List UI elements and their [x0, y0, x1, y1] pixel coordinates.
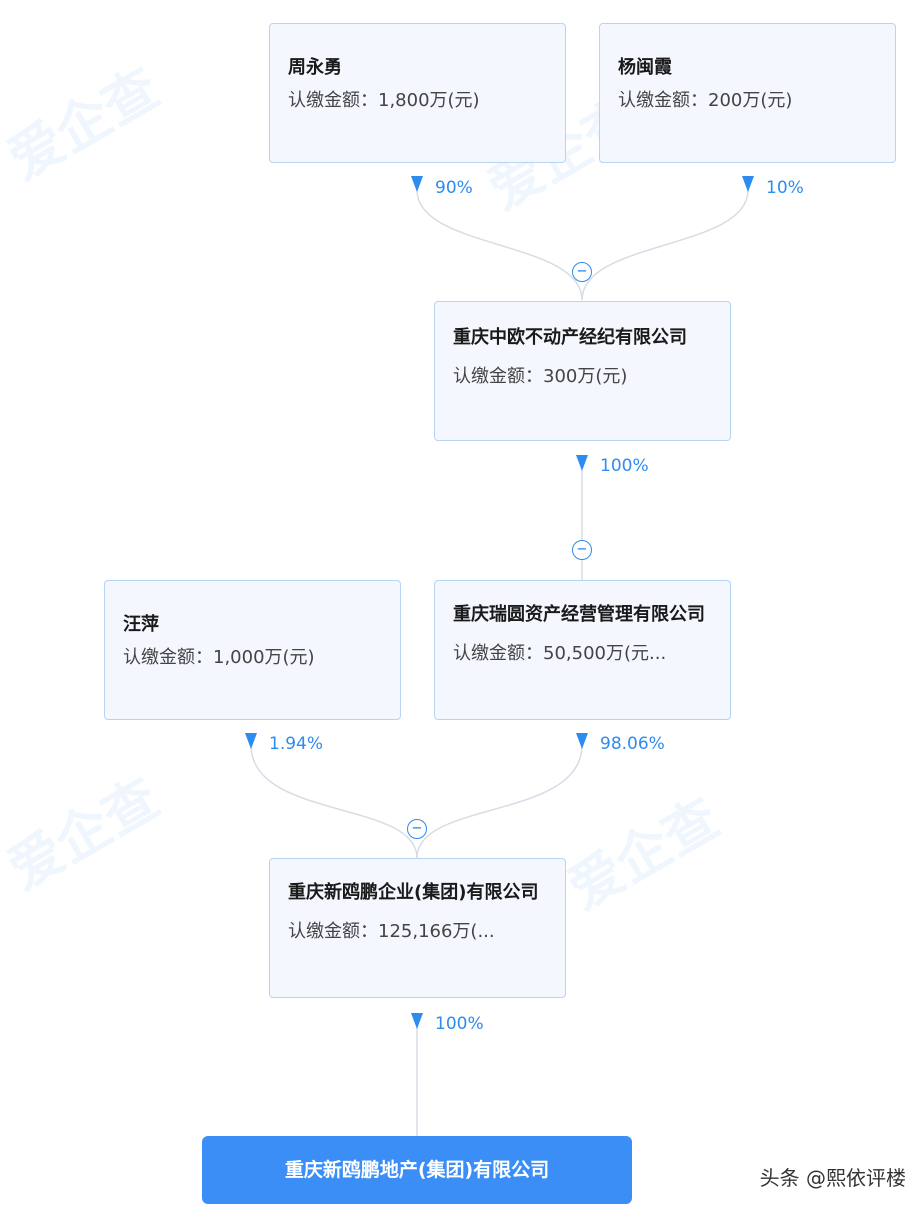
node-zhongou[interactable]: 重庆中欧不动产经纪有限公司 认缴金额：300万(元) [434, 301, 731, 441]
node-amount: 认缴金额：1,800万(元) [288, 90, 480, 111]
arrow-zhongou [576, 455, 588, 471]
arrow-wang [245, 733, 257, 749]
edge-zhou-to-zhongou [416, 189, 583, 301]
pct-zhongou: 100% [600, 456, 649, 476]
edge-yang-to-zhongou [581, 189, 749, 301]
node-name: 周永勇 [288, 57, 342, 78]
edge-ruiyuan-to-xinouyuan [416, 744, 583, 859]
arrow-yang [742, 176, 754, 192]
node-name: 重庆瑞圆资产经营管理有限公司 [453, 604, 705, 625]
node-name: 汪萍 [123, 614, 159, 635]
pct-yang: 10% [766, 178, 804, 198]
node-zhou-yongyong[interactable]: 周永勇 认缴金额：1,800万(元) [269, 23, 566, 163]
node-amount: 认缴金额：300万(元) [453, 366, 628, 387]
pct-zhou: 90% [435, 178, 473, 198]
node-name: 杨闽霞 [618, 57, 672, 78]
arrow-zhou [411, 176, 423, 192]
node-ruiyuan[interactable]: 重庆瑞圆资产经营管理有限公司 认缴金额：50,500万(元... [434, 580, 731, 720]
source-credit: 头条 @熙依评楼 [759, 1166, 906, 1190]
collapse-toggle-ruiyuan[interactable]: − [572, 540, 592, 560]
edge-wang-to-xinouyuan [250, 744, 418, 859]
node-xinouyuan-group[interactable]: 重庆新鸥鹏企业(集团)有限公司 认缴金额：125,166万(... [269, 858, 566, 998]
node-amount: 认缴金额：200万(元) [618, 90, 793, 111]
collapse-toggle-xinouyuan[interactable]: − [407, 819, 427, 839]
node-amount: 认缴金额：50,500万(元... [453, 643, 667, 664]
pct-wang: 1.94% [269, 734, 324, 754]
node-amount: 认缴金额：1,000万(元) [123, 647, 315, 668]
collapse-toggle-zhongou[interactable]: − [572, 262, 592, 282]
target-company[interactable]: 重庆新鸥鹏地产(集团)有限公司 [202, 1136, 632, 1204]
node-yang-minxia[interactable]: 杨闽霞 认缴金额：200万(元) [599, 23, 896, 163]
node-amount: 认缴金额：125,166万(... [288, 921, 495, 942]
node-name: 重庆中欧不动产经纪有限公司 [453, 327, 687, 348]
arrow-xinouyuan [411, 1013, 423, 1029]
node-name: 重庆新鸥鹏企业(集团)有限公司 [288, 882, 539, 903]
pct-xinouyuan: 100% [435, 1014, 484, 1034]
arrow-ruiyuan [576, 733, 588, 749]
node-wang-ping[interactable]: 汪萍 认缴金额：1,000万(元) [104, 580, 401, 720]
pct-ruiyuan: 98.06% [600, 734, 665, 754]
